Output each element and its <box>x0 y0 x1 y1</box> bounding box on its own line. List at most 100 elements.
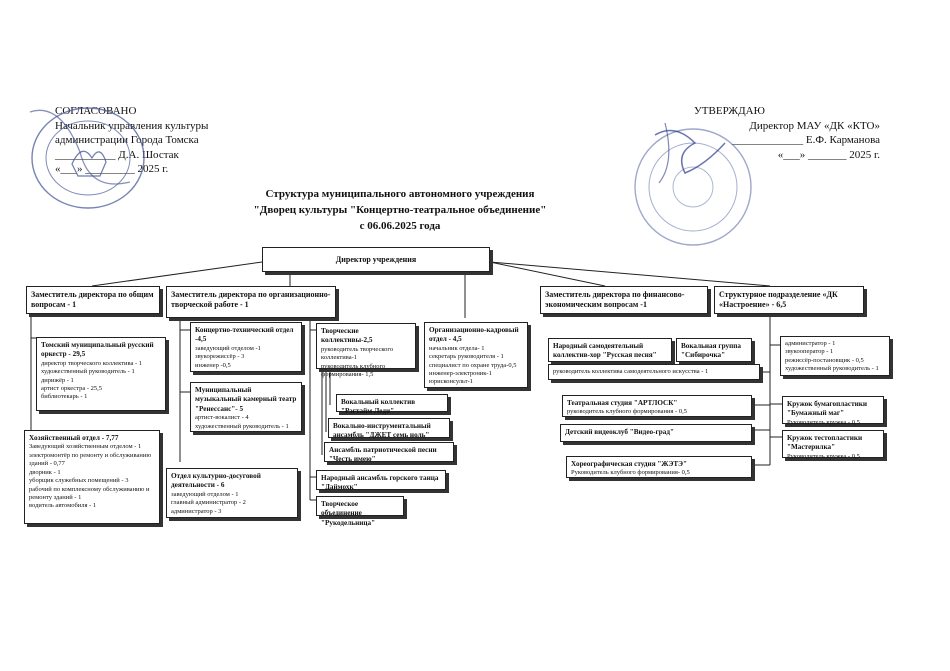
creative-title: Творческие коллективы-2,5 <box>321 327 373 345</box>
household-title: Хозяйственный отдел - 7,77 <box>29 434 119 442</box>
title-line-2: "Дворец культуры "Концертно-театральное … <box>253 203 547 216</box>
creative-line: руководитель клубного формирования- 1,5 <box>321 362 386 379</box>
creative-line: руководитель творческого коллектива-1 <box>321 345 394 362</box>
staff-line: звукооператор - 1 <box>785 348 834 356</box>
left-approval-position: Начальник управления культуры <box>55 119 209 132</box>
orchestra-box: Томский муниципальный русский оркестр - … <box>36 337 166 411</box>
household-line: рабочий по комплексному обслуживанию и р… <box>29 485 150 501</box>
orchestra-line: директор творческого коллектива - 1 <box>41 359 143 367</box>
choir-head-box: руководитель коллектива самодеятельного … <box>548 364 760 380</box>
household-line: Заведующий хозяйственным отделом - 1 <box>29 443 142 451</box>
ensemble-honor-box: Ансамбль патриотической песни "Честь име… <box>324 442 454 464</box>
video-club-title: Детский видеоклуб "Видео-град" <box>565 428 674 436</box>
nastroenie-staff-box: администратор - 1 звукооператор - 1 режи… <box>780 336 890 376</box>
title-line-3: с 06.06.2025 года <box>359 219 441 232</box>
ensemble-ragtime-title: Вокальный коллектив "Рэгтайм Леди" <box>341 398 416 416</box>
orchestra-line: художественный руководитель - 1 <box>41 368 135 376</box>
document-title: Структура муниципального автономного учр… <box>220 187 580 235</box>
title-line-1: Структура муниципального автономного учр… <box>265 188 535 200</box>
deputy-creative-box: Заместитель директора по организационно-… <box>166 286 336 318</box>
deputy-creative-title: Заместитель директора по организационно-… <box>171 290 331 310</box>
hr-line: секретарь руководителя - 1 <box>429 353 504 361</box>
orchestra-line: дирижёр - 1 <box>41 376 74 384</box>
household-line: дворник - 1 <box>29 468 61 476</box>
dough-plastic-line: Руководитель кружка - 0,5 <box>787 452 860 460</box>
chamber-theatre-title: Муниципальный музыкальный камерный театр… <box>195 386 297 413</box>
choreo-line: Руководитель клубного формирования- 0,5 <box>571 469 690 477</box>
hr-title: Организационно-кадровый отдел - 4,5 <box>429 326 519 344</box>
concert-tech-line: звукорежиссёр - 3 <box>195 353 245 361</box>
video-club-box: Детский видеоклуб "Видео-град" <box>560 424 752 442</box>
staff-line: режиссёр-постановщик - 0,5 <box>785 356 864 364</box>
right-approval-title: УТВЕРЖДАЮ <box>694 105 765 117</box>
paper-plastic-box: Кружок бумагопластики "Бумажный маг" Рук… <box>782 396 884 426</box>
creative-collectives-box: Творческие коллективы-2,5 руководитель т… <box>316 323 416 378</box>
left-approval-date: «___» _________ 2025 г. <box>55 163 169 176</box>
nastroenie-unit-box: Структурное подразделение «ДК «Настроени… <box>714 286 864 314</box>
ensemble-jet-title: Вокально-инструментальный ансамбль "ДЖЕТ… <box>333 422 431 440</box>
chamber-theatre-box: Муниципальный музыкальный камерный театр… <box>190 382 302 432</box>
paper-plastic-title: Кружок бумагопластики "Бумажный маг" <box>787 400 868 418</box>
cultural-leisure-line: главный администратор - 2 <box>171 499 246 507</box>
ensemble-honor-title: Ансамбль патриотической песни "Честь име… <box>329 446 437 464</box>
hr-department-box: Организационно-кадровый отдел - 4,5 нача… <box>424 322 528 388</box>
cultural-leisure-line: администратор - 3 <box>171 507 222 515</box>
staff-line: художественный руководитель - 1 <box>785 365 879 373</box>
ensemble-daymokh-title: Народный ансамбль горского танца "Даймох… <box>321 474 439 492</box>
choreo-title: Хореографическая студия "ЖЭТЭ" <box>571 460 688 468</box>
household-line: уборщик служебных помещений - 3 <box>29 477 129 485</box>
choreo-studio-box: Хореографическая студия "ЖЭТЭ" Руководит… <box>566 456 752 478</box>
hr-line: инженер-электроник-1 <box>429 370 492 378</box>
concert-tech-line: заведующий отделом -1 <box>195 344 261 352</box>
dough-plastic-box: Кружок тестопластики "Мастерилка" Руково… <box>782 430 884 460</box>
choir-box: Народный самодеятельный коллектив-хор "Р… <box>548 338 672 362</box>
household-box: Хозяйственный отдел - 7,77 Заведующий хо… <box>24 430 160 524</box>
concert-tech-title: Концертно-технический отдел -4,5 <box>195 326 294 344</box>
nastroenie-unit-title: Структурное подразделение «ДК «Настроени… <box>719 290 838 310</box>
theatre-studio-title: Театральная студия "АРТЛОСК" <box>567 399 678 407</box>
left-stamp-seal-icon <box>29 107 145 209</box>
concert-tech-box: Концертно-технический отдел -4,5 заведую… <box>190 322 302 372</box>
ensemble-rukodelnitsa-box: Творческое объединение "Рукодельница" <box>316 496 404 527</box>
staff-line: администратор - 1 <box>785 340 836 347</box>
chamber-theatre-line: артист-вокалист - 4 <box>195 414 249 422</box>
ensemble-ragtime-box: Вокальный коллектив "Рэгтайм Леди" <box>336 394 448 415</box>
concert-tech-line: инженер -0,5 <box>195 361 231 369</box>
choir-title: Народный самодеятельный коллектив-хор "Р… <box>553 342 657 360</box>
chamber-theatre-line: художественный руководитель - 1 <box>195 422 289 430</box>
orchestra-line: артист оркестра - 25,5 <box>41 385 102 393</box>
hr-line: начальник отдела- 1 <box>429 344 485 352</box>
cultural-leisure-box: Отдел культурно-досуговой деятельности -… <box>166 468 298 518</box>
theatre-studio-line: руководитель клубного формирования - 0,5 <box>567 408 687 416</box>
right-approval-date: «___» _______ 2025 г. <box>777 148 880 161</box>
paper-plastic-line: Руководитель кружка - 0,5 <box>787 418 860 426</box>
director-label: Директор учреждения <box>335 255 417 264</box>
deputy-general-title: Заместитель директора по общим вопросам … <box>31 290 154 310</box>
deputy-finance-title: Заместитель директора по финансово-эконо… <box>545 290 685 310</box>
cultural-leisure-title: Отдел культурно-досуговой деятельности -… <box>171 472 261 490</box>
left-approval-org: администрации Города Томска <box>55 134 199 147</box>
cultural-leisure-line: заведующий отделом - 1 <box>171 490 239 498</box>
choir-head-line: руководитель коллектива самодеятельного … <box>553 368 709 375</box>
household-line: водитель автомобиля - 1 <box>29 502 97 510</box>
ensemble-jet-box: Вокально-инструментальный ансамбль "ДЖЕТ… <box>328 418 450 440</box>
right-approval-block: УТВЕРЖДАЮ Директор МАУ «ДК «КТО» _______… <box>680 104 880 162</box>
ensemble-daymokh-box: Народный ансамбль горского танца "Даймох… <box>316 470 446 492</box>
vocal-group-box: Вокальная группа "Сибирочка" <box>676 338 752 362</box>
hr-line: юрисконсульт-1 <box>429 378 474 386</box>
deputy-finance-box: Заместитель директора по финансово-эконо… <box>540 286 708 314</box>
right-approval-position: Директор МАУ «ДК «КТО» <box>749 119 880 132</box>
hr-line: специалист по охране труда-0,5 <box>429 361 517 369</box>
ensemble-rukodelnitsa-title: Творческое объединение "Рукодельница" <box>321 500 376 527</box>
theatre-studio-box: Театральная студия "АРТЛОСК" руководител… <box>562 395 752 417</box>
household-line: электромонтёр по ремонту и обслуживанию … <box>29 451 152 468</box>
dough-plastic-title: Кружок тестопластики "Мастерилка" <box>787 434 863 452</box>
vocal-group-title: Вокальная группа "Сибирочка" <box>681 342 741 360</box>
right-stamp-seal-icon <box>634 122 752 246</box>
deputy-general-box: Заместитель директора по общим вопросам … <box>26 286 160 314</box>
orchestra-line: библиотекарь - 1 <box>41 393 88 401</box>
director-box: Директор учреждения <box>262 247 490 272</box>
orchestra-title: Томский муниципальный русский оркестр - … <box>41 341 154 359</box>
right-approval-signature: _____________ Е.Ф. Карманова <box>731 134 880 147</box>
